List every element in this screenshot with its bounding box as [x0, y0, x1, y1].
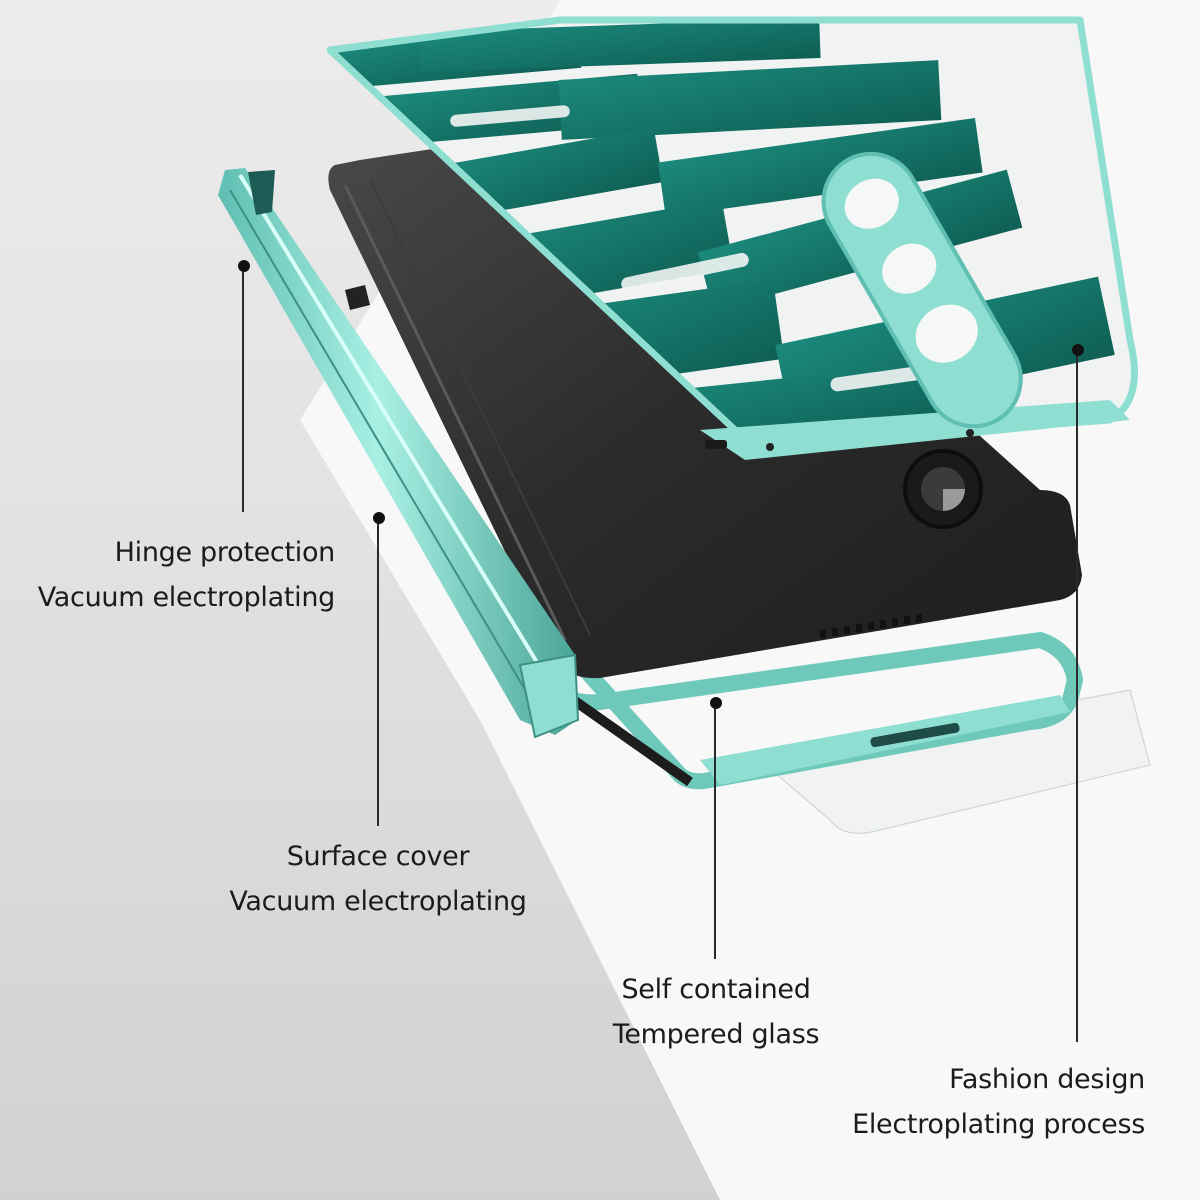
- surface-leader-line: [377, 518, 379, 826]
- hinge-leader-dot: [238, 260, 250, 272]
- camera-ring: [821, 151, 1023, 429]
- callout-fashion-design: Fashion design Electroplating process: [852, 1057, 1145, 1147]
- callout-subtitle: Tempered glass: [612, 1019, 820, 1050]
- callout-tempered-glass: Self contained Tempered glass: [596, 967, 836, 1057]
- fashion-leader-line: [1076, 350, 1078, 1042]
- hinge-protector: [218, 168, 577, 735]
- callout-surface-cover: Surface cover Vacuum electroplating: [208, 834, 548, 924]
- callout-hinge-protection: Hinge protection Vacuum electroplating: [37, 530, 336, 620]
- callout-title: Hinge protection: [114, 537, 336, 568]
- hinge-leader-line: [242, 266, 244, 512]
- glass-leader-dot: [710, 697, 722, 709]
- speaker-grille: [820, 614, 922, 638]
- callout-title: Surface cover: [286, 841, 470, 872]
- surface-leader-dot: [373, 512, 385, 524]
- hinge-protector-end: [518, 653, 580, 739]
- callout-subtitle: Vacuum electroplating: [229, 886, 527, 917]
- fashion-leader-dot: [1072, 344, 1084, 356]
- callout-subtitle: Vacuum electroplating: [37, 582, 336, 613]
- callout-subtitle: Electroplating process: [852, 1109, 1145, 1140]
- tempered-glass: [758, 689, 1151, 834]
- callout-title: Fashion design: [949, 1064, 1145, 1095]
- glass-leader-line: [714, 703, 716, 959]
- callout-title: Self contained: [621, 974, 811, 1005]
